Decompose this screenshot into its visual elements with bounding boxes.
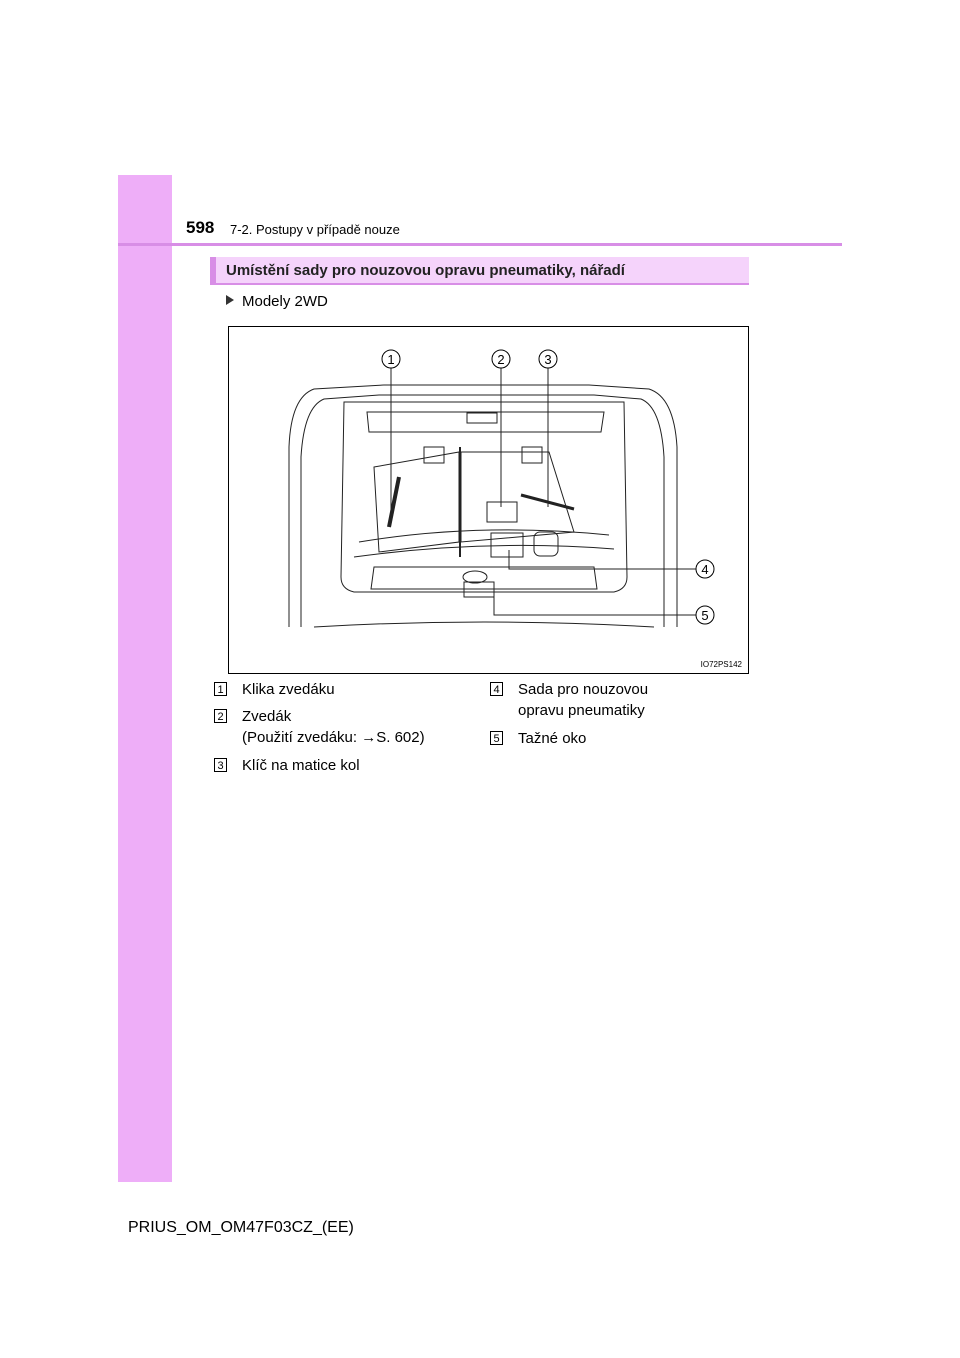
legend-num: 3 [214,758,227,772]
callout-5: 5 [695,605,715,625]
trunk-illustration: 1 2 3 4 5 IO72PS142 [228,326,749,674]
callout-5-label: 5 [701,608,708,623]
header-rule [118,243,842,246]
callout-2-label: 2 [497,352,504,367]
legend-text: Klíč na matice kol [242,757,360,774]
callout-layer: 1 2 3 4 5 [381,349,715,625]
legend-text: Tažné oko [518,730,587,747]
subheader-bar: Umístění sady pro nouzovou opravu pneuma… [210,257,749,285]
legend-num: 4 [490,682,503,696]
legend-text: Zvedák [242,708,292,725]
trunk-drawing [288,367,696,628]
section-title: 7-2. Postupy v případě nouze [230,222,400,237]
callout-1-label: 1 [387,352,394,367]
legend-text: Klika zvedáku [242,681,335,698]
subheader-title: Umístění sady pro nouzovou opravu pneuma… [226,262,625,279]
figure-id: IO72PS142 [700,660,742,669]
footer-code: PRIUS_OM_OM47F03CZ_(EE) [128,1219,354,1236]
callout-4: 4 [695,559,715,579]
page-number: 598 [186,218,215,237]
legend-num: 1 [214,682,227,696]
callout-2: 2 [491,349,511,369]
callout-3: 3 [538,349,558,369]
legend-num: 5 [490,731,503,745]
callout-3-label: 3 [544,352,551,367]
model-label: Modely 2WD [226,293,328,310]
legend-text-line2: opravu pneumatiky [518,702,645,719]
sidebar-tab [118,175,172,1182]
triangle-bullet-icon [226,295,234,305]
callout-4-label: 4 [701,562,708,577]
model-text: Modely 2WD [242,293,328,310]
legend-num: 2 [214,709,227,723]
callout-1: 1 [381,349,401,369]
legend-text: Sada pro nouzovou [518,681,649,698]
legend-text-line2: (Použití zvedáku: →S. 602) [242,729,425,746]
